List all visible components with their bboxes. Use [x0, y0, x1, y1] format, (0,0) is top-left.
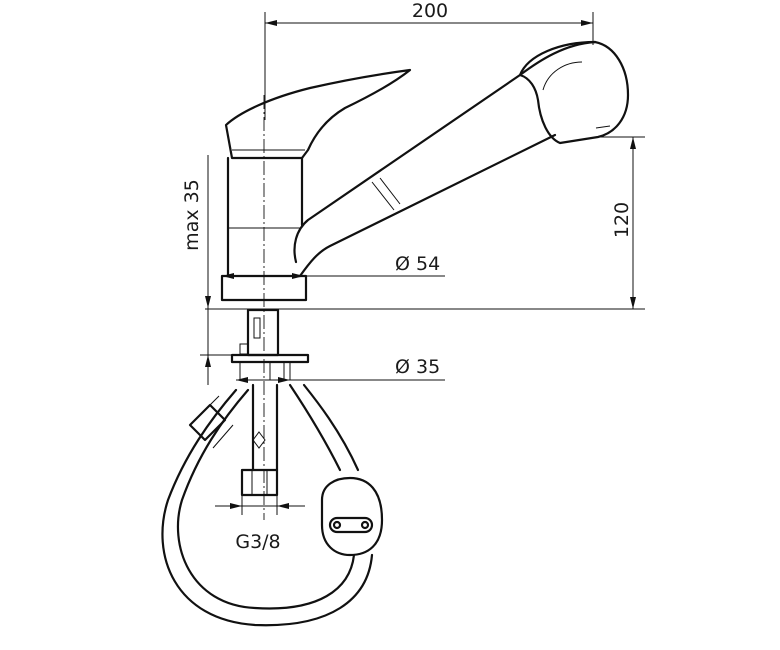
faucet-base — [220, 274, 308, 302]
dimension-d35-label: Ø 35 — [395, 356, 440, 378]
dimension-120-label: 120 — [611, 202, 633, 238]
dimension-spout-height: 120 — [597, 136, 645, 309]
dimension-max-deck-thickness: max 35 — [181, 155, 235, 385]
supply-hoses — [161, 383, 384, 627]
dimension-200-label: 200 — [412, 0, 448, 22]
mounting-assembly — [230, 308, 310, 381]
spray-head — [518, 40, 630, 145]
lever-handle — [224, 68, 412, 160]
faucet-body — [220, 40, 630, 302]
dimension-hole-diameter: Ø 35 — [236, 356, 445, 383]
dimension-g38-label: G3/8 — [235, 531, 280, 553]
dimension-d54-label: Ø 54 — [395, 253, 440, 275]
dimension-max35-label: max 35 — [181, 179, 203, 251]
dimension-connection-thread: G3/8 — [215, 470, 305, 553]
body-cylinder — [226, 156, 304, 278]
